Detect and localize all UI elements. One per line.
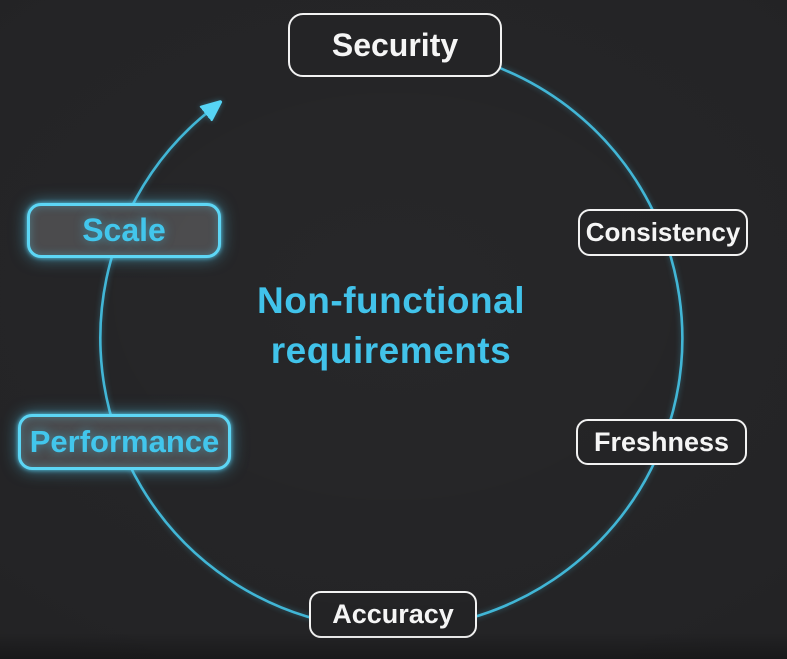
diagram-title: Non-functional requirements (191, 276, 591, 377)
node-performance: Performance (18, 414, 231, 470)
node-freshness-label: Freshness (593, 426, 730, 457)
node-accuracy: Accuracy (309, 591, 477, 638)
diagram-title-line2: requirements (270, 330, 512, 372)
node-security: Security (288, 13, 502, 77)
node-scale-label: Scale (82, 212, 166, 248)
cycle-arrow-icon (99, 45, 684, 631)
node-performance-label: Performance (29, 424, 220, 459)
node-accuracy-label: Accuracy (332, 599, 454, 629)
node-freshness: Freshness (576, 419, 747, 465)
node-scale: Scale (27, 203, 221, 258)
diagram-title-line1: Non-functional (256, 280, 525, 321)
node-security-label: Security (331, 26, 459, 63)
node-consistency: Consistency (578, 209, 748, 256)
node-consistency-label: Consistency (585, 217, 741, 247)
